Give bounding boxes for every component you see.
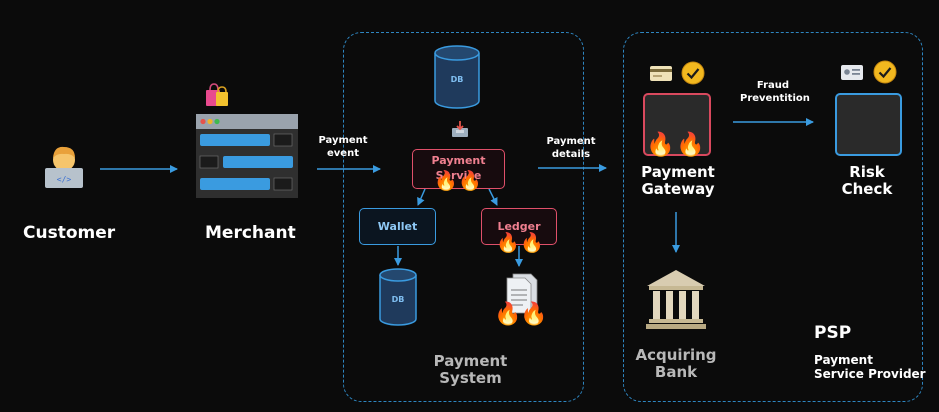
fire-icon: 🔥: [520, 232, 544, 254]
fire-icon: 🔥: [494, 302, 522, 327]
browser-window-icon: [196, 114, 298, 198]
check-badge-icon: [681, 61, 705, 85]
payment-gateway-line1: Payment: [641, 163, 715, 181]
database-bottom: DB: [378, 268, 418, 326]
psp-sub-line1: Payment: [814, 353, 873, 367]
payment-details-line1: Payment: [546, 136, 596, 147]
risk-check-box: [835, 93, 902, 156]
payment-system-line2: System: [439, 369, 502, 387]
bank-building-icon: [645, 268, 707, 330]
risk-check-line1: Risk: [849, 163, 885, 181]
fraud-prevention-label: Fraud Preventition: [740, 79, 810, 105]
psp-sub-line2: Service Provider: [814, 367, 926, 381]
payment-event-label: Payment event: [318, 134, 368, 160]
inbox-tray-icon: [451, 120, 469, 138]
payment-event-line1: Payment: [318, 135, 368, 146]
fraud-line1: Fraud: [756, 80, 790, 91]
fire-icon: 🔥: [520, 302, 548, 327]
payment-details-line2: details: [551, 149, 591, 160]
fire-icon: 🔥: [496, 232, 520, 254]
payment-gateway-label: Payment Gateway: [628, 164, 728, 198]
payment-service-node: Payment Service: [412, 149, 505, 189]
psp-group: [623, 32, 923, 402]
id-card-icon: [841, 65, 863, 80]
payment-system-group: [343, 32, 584, 402]
psp-title: PSP: [814, 323, 852, 343]
wallet-label: Wallet: [377, 220, 418, 233]
fire-icon: 🔥: [676, 132, 705, 158]
document-icon: [505, 272, 539, 314]
wallet-node: Wallet: [359, 208, 436, 245]
arrow-service-wallet: [417, 188, 426, 206]
check-badge-icon: [873, 60, 897, 84]
payment-system-line1: Payment: [433, 352, 508, 370]
payment-system-title: Payment System: [418, 353, 523, 387]
fraud-line2: Preventition: [740, 93, 810, 104]
fire-icon: 🔥: [434, 170, 458, 192]
acquiring-bank-label: Acquiring Bank: [628, 347, 724, 381]
customer-label: Customer: [23, 223, 116, 243]
payment-gateway-box: [643, 93, 711, 156]
ledger-node: Ledger: [481, 208, 557, 245]
svg-text:</>: </>: [57, 175, 72, 184]
psp-subtitle: Payment Service Provider: [814, 353, 926, 381]
ledger-label: Ledger: [497, 220, 541, 233]
payment-gateway-line2: Gateway: [641, 180, 715, 198]
fire-icon: 🔥: [458, 170, 482, 192]
credit-card-icon: [650, 66, 672, 81]
payment-details-label: Payment details: [544, 135, 598, 161]
payment-service-label: Payment Service: [431, 154, 486, 182]
arrow-service-ledger: [488, 188, 498, 206]
risk-check-line2: Check: [841, 180, 893, 198]
db-bottom-label: DB: [391, 295, 405, 304]
database-top: DB: [433, 45, 481, 109]
db-top-label: DB: [450, 75, 464, 84]
technologist-icon: </>: [42, 142, 86, 190]
acquiring-bank-line2: Bank: [654, 363, 698, 381]
acquiring-bank-line1: Acquiring: [635, 346, 717, 364]
shopping-bags-icon: [203, 82, 229, 108]
payment-event-line2: event: [327, 148, 359, 159]
fire-icon: 🔥: [646, 132, 675, 158]
merchant-label: Merchant: [205, 223, 296, 243]
risk-check-label: Risk Check: [825, 164, 909, 198]
